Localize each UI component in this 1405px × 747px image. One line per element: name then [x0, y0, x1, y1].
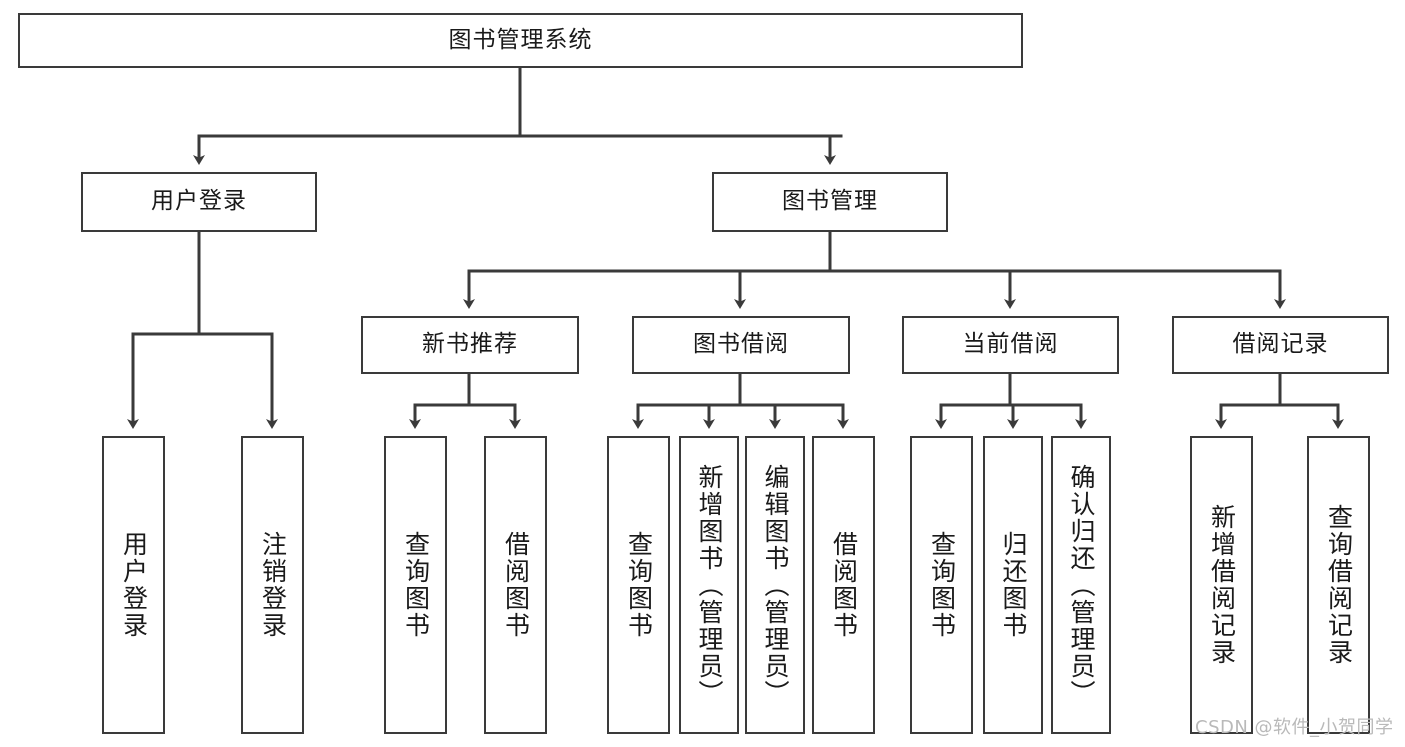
- leaf-label: 编辑图书（管理员）: [761, 463, 790, 707]
- leaf-borrow-books-recommendation[interactable]: 借阅图书: [484, 436, 547, 734]
- leaf-query-books-borrowing[interactable]: 查询图书: [607, 436, 670, 734]
- node-label: 当前借阅: [962, 331, 1059, 358]
- leaf-label: 查询图书: [401, 531, 431, 639]
- leaf-label: 借阅图书: [501, 531, 531, 639]
- node-root-system[interactable]: 图书管理系统: [18, 13, 1023, 68]
- leaf-confirm-return-admin[interactable]: 确认归还（管理员）: [1051, 436, 1111, 734]
- leaf-label: 查询借阅记录: [1324, 504, 1354, 666]
- leaf-label: 查询图书: [927, 531, 957, 639]
- node-label: 图书借阅: [693, 331, 789, 358]
- node-book-borrowing[interactable]: 图书借阅: [632, 316, 850, 374]
- node-label: 图书管理: [782, 188, 878, 215]
- node-label: 用户登录: [151, 188, 247, 215]
- leaf-logout[interactable]: 注销登录: [241, 436, 304, 734]
- leaf-label: 借阅图书: [829, 531, 859, 639]
- leaf-label: 查询图书: [624, 531, 654, 639]
- node-borrowing-records[interactable]: 借阅记录: [1172, 316, 1389, 374]
- leaf-edit-book-admin[interactable]: 编辑图书（管理员）: [745, 436, 805, 734]
- watermark-csdn: CSDN @软件_小贺同学: [1195, 717, 1394, 738]
- leaf-borrow-books[interactable]: 借阅图书: [812, 436, 875, 734]
- leaf-query-books-recommendation[interactable]: 查询图书: [384, 436, 447, 734]
- leaf-user-login[interactable]: 用户登录: [102, 436, 165, 734]
- leaf-label: 新增借阅记录: [1207, 504, 1237, 666]
- leaf-query-books-current[interactable]: 查询图书: [910, 436, 973, 734]
- node-label: 借阅记录: [1232, 331, 1329, 358]
- node-root-label: 图书管理系统: [448, 26, 593, 53]
- node-label: 新书推荐: [422, 331, 518, 358]
- leaf-label: 用户登录: [119, 531, 149, 639]
- node-new-book-recommendation[interactable]: 新书推荐: [361, 316, 579, 374]
- node-book-management[interactable]: 图书管理: [712, 172, 948, 232]
- leaf-return-books[interactable]: 归还图书: [983, 436, 1043, 734]
- leaf-add-borrowing-record[interactable]: 新增借阅记录: [1190, 436, 1253, 734]
- node-user-login[interactable]: 用户登录: [81, 172, 317, 232]
- node-current-borrowing[interactable]: 当前借阅: [902, 316, 1119, 374]
- leaf-label: 注销登录: [258, 531, 288, 639]
- leaf-label: 新增图书（管理员）: [695, 463, 724, 707]
- leaf-label: 确认归还（管理员）: [1067, 463, 1096, 707]
- leaf-label: 归还图书: [999, 531, 1028, 639]
- leaf-add-book-admin[interactable]: 新增图书（管理员）: [679, 436, 739, 734]
- leaf-query-borrowing-record[interactable]: 查询借阅记录: [1307, 436, 1370, 734]
